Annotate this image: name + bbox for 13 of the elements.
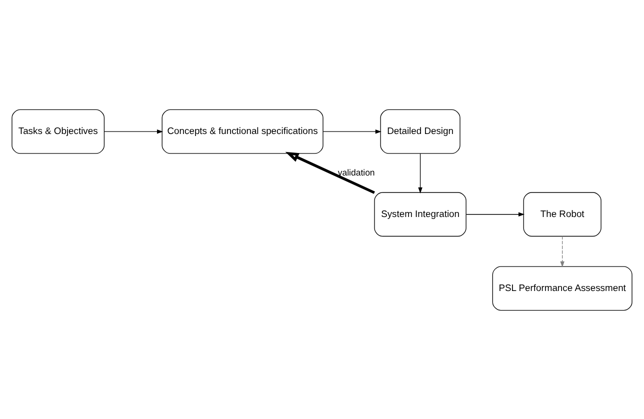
node-box: PSL Performance Assessment	[492, 266, 632, 310]
arrow	[560, 235, 564, 267]
node-box: System Integration	[374, 192, 466, 236]
node-box: Concepts & functional specifications	[162, 108, 324, 154]
node-box: The Robot	[523, 192, 602, 236]
arrow	[285, 151, 375, 194]
edge-label: validation	[338, 166, 375, 177]
arrow	[104, 128, 164, 134]
arrow	[466, 212, 525, 216]
arrow	[418, 152, 422, 193]
node-box: Tasks & Objectives	[12, 108, 105, 154]
arrow	[322, 128, 382, 134]
node-box: Detailed Design	[380, 108, 460, 154]
